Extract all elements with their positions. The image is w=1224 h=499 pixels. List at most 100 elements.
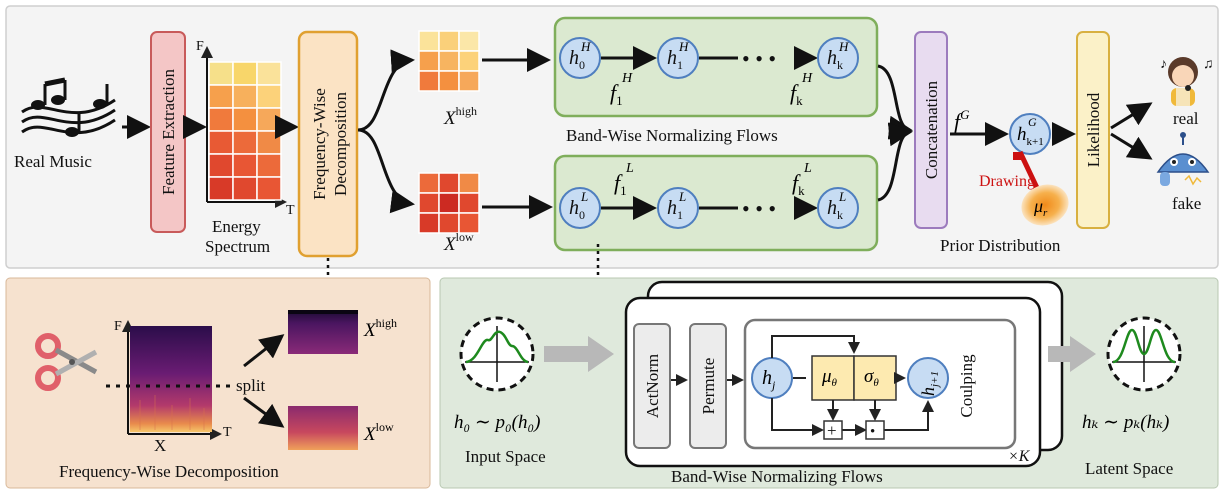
x-high-cell	[438, 70, 460, 92]
energy-cell	[256, 84, 282, 109]
mu-r-label: μr	[1033, 196, 1048, 219]
x-low-cell	[458, 172, 480, 194]
energy-cell	[232, 84, 258, 109]
x-high-cell	[418, 30, 440, 52]
low-flow-fk: fk	[792, 170, 805, 198]
svg-text:hj+1: hj+1	[918, 371, 941, 396]
energy-cell	[256, 176, 282, 201]
fake-label: fake	[1172, 194, 1201, 213]
energy-axis-t: T	[286, 203, 295, 218]
high-flow-h1-node: h1 H	[657, 37, 699, 79]
energy-cell	[208, 61, 234, 86]
energy-cell	[256, 107, 282, 132]
permute-label: Permute	[699, 358, 718, 415]
bandwise-flows-label: Band-Wise Normalizing Flows	[566, 126, 778, 145]
energy-cell	[208, 130, 234, 155]
hj-node: hj	[751, 357, 793, 399]
svg-text:L: L	[838, 189, 846, 204]
energy-cell	[232, 176, 258, 201]
hg-node: hk+1 G	[1009, 113, 1051, 155]
energy-axis-f: F	[196, 39, 204, 54]
svg-text:H: H	[678, 39, 689, 54]
x-high-label: Xhigh	[443, 104, 477, 129]
x-low-cell	[458, 212, 480, 234]
svg-text:hk: hk	[827, 197, 843, 222]
svg-text:hk+1: hk+1	[1017, 124, 1044, 148]
x-low-cell	[458, 192, 480, 214]
freq-decomp-line-2: Decomposition	[331, 92, 350, 196]
svg-text:μθ: μθ	[821, 366, 838, 389]
bottom-left-panel	[5, 277, 431, 489]
bl-axis-x: X	[154, 436, 166, 455]
drawing-link	[1017, 150, 1041, 192]
high-spectrogram	[288, 310, 358, 354]
fg-label: fG	[954, 107, 970, 134]
mu-r-blob	[1021, 184, 1069, 226]
bl-caption: Frequency-Wise Decomposition	[59, 462, 279, 481]
bl-axis-t: T	[223, 425, 232, 440]
high-flow-f1: f1	[610, 80, 623, 108]
music-notes-icon	[21, 77, 116, 137]
likelihood-box	[1076, 31, 1110, 229]
bl-x-high: Xhigh	[363, 316, 397, 341]
energy-cell	[208, 176, 234, 201]
high-flow-fk-sup: H	[801, 71, 813, 86]
x-low-grid	[418, 172, 480, 234]
x-low-label: Xlow	[443, 230, 474, 255]
input-distribution-icon	[459, 316, 535, 392]
x-high-grid	[418, 30, 480, 92]
energy-cell	[232, 61, 258, 86]
input-space-label: Input Space	[465, 447, 546, 466]
latent-distribution-icon	[1106, 316, 1182, 392]
singer-icon: ♪ ♫	[1160, 57, 1214, 106]
x-low-cell	[438, 192, 460, 214]
energy-cell	[232, 153, 258, 178]
latent-formula: hₖ ∼ pₖ(hₖ)	[1082, 412, 1169, 433]
actnorm-box	[633, 323, 671, 449]
latent-space-label: Latent Space	[1085, 459, 1173, 478]
energy-cell	[208, 84, 234, 109]
svg-text:+: +	[827, 421, 837, 440]
coupling-label: Coulping	[957, 354, 976, 418]
svg-text:σθ: σθ	[864, 366, 879, 389]
br-caption: Band-Wise Normalizing Flows	[671, 467, 883, 486]
high-flow-box	[553, 16, 879, 118]
svg-text:h0: h0	[569, 47, 585, 72]
x-high-cell	[438, 30, 460, 52]
energy-label-2: Spectrum	[205, 237, 270, 256]
energy-cell	[256, 61, 282, 86]
concatenation-label: Concatenation	[922, 80, 941, 179]
actnorm-label: ActNorm	[643, 354, 662, 418]
input-formula: h₀ ∼ p₀(h₀)	[454, 412, 540, 433]
energy-cell	[256, 130, 282, 155]
x-high-cell	[458, 30, 480, 52]
low-flow-fk-sup: L	[803, 161, 812, 176]
svg-text:hj: hj	[762, 367, 776, 392]
svg-text:♪: ♪	[1160, 57, 1167, 72]
x-low-cell	[418, 192, 440, 214]
energy-cell	[208, 107, 234, 132]
prior-distribution-label: Prior Distribution	[940, 236, 1061, 255]
input-big-arrow	[544, 336, 614, 372]
svg-text:H: H	[580, 39, 591, 54]
x-low-cell	[418, 212, 440, 234]
svg-text:♫: ♫	[1203, 57, 1214, 72]
energy-label-1: Energy	[212, 217, 261, 236]
multiply-op: •	[865, 420, 885, 440]
full-spectrogram	[130, 326, 212, 432]
bl-axis-f: F	[114, 319, 122, 334]
high-flow-dots: • • •	[742, 46, 776, 71]
high-flow-hk-node: hk H	[817, 37, 859, 79]
svg-text:H: H	[838, 39, 849, 54]
likelihood-label: Likelihood	[1084, 92, 1103, 167]
spectrogram-texture	[139, 395, 205, 430]
x-low-cell	[418, 172, 440, 194]
x-high-cell	[458, 50, 480, 72]
svg-text:hk: hk	[827, 47, 843, 72]
svg-text:h1: h1	[667, 47, 683, 72]
low-flow-box	[553, 154, 879, 252]
frequency-decomposition-box	[297, 30, 359, 258]
energy-cell	[208, 153, 234, 178]
real-label: real	[1173, 109, 1199, 128]
